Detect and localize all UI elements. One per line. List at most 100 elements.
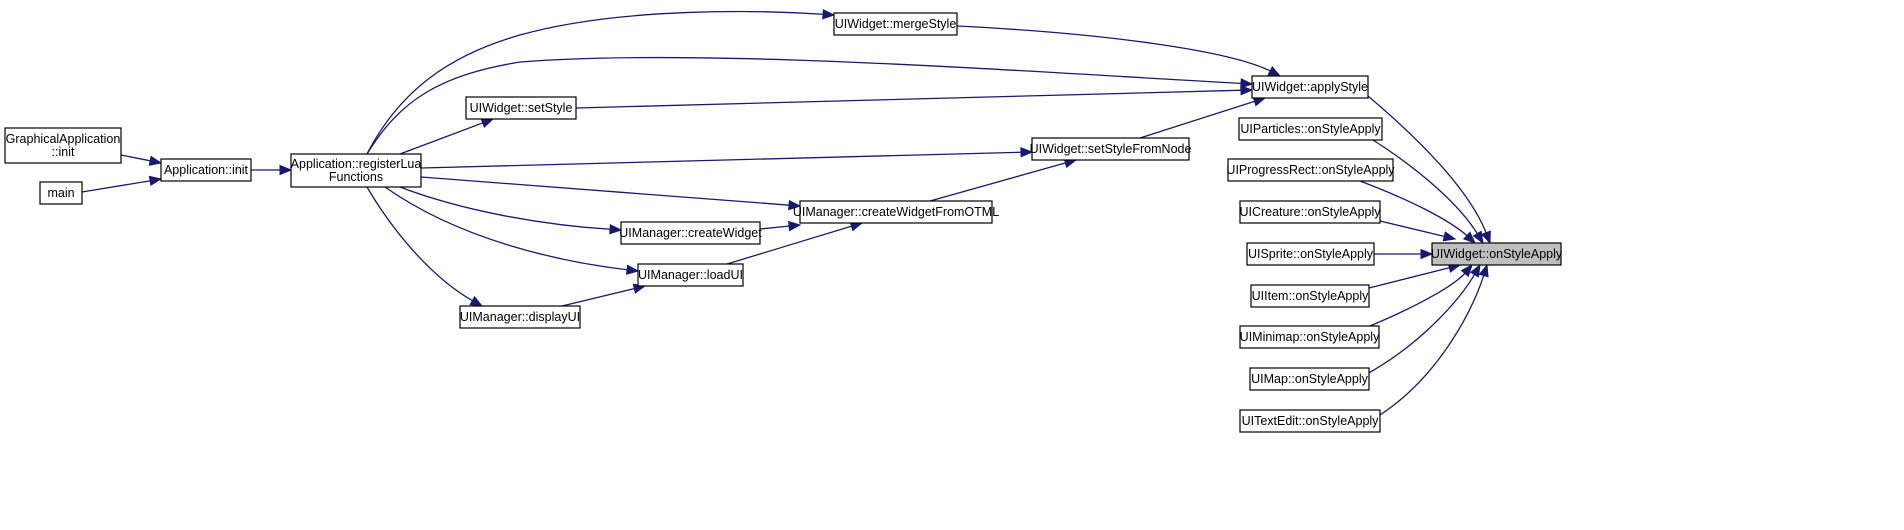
edge-line bbox=[561, 287, 637, 307]
node-label: UIWidget::onStyleApply bbox=[1431, 247, 1563, 261]
edge-line bbox=[366, 10, 826, 155]
node-box bbox=[465, 96, 577, 120]
edge-line bbox=[81, 179, 153, 193]
edge-minimap-to-onstyleapply bbox=[1369, 263, 1473, 327]
node-loadui[interactable]: UIManager::loadUI bbox=[637, 263, 744, 287]
edge-line bbox=[956, 25, 1273, 73]
node-label: UIProgressRect::onStyleApply bbox=[1226, 163, 1395, 177]
node-mergestyle[interactable]: UIWidget::mergeStyle bbox=[833, 12, 958, 36]
node-label: UIParticles::onStyleApply bbox=[1240, 122, 1381, 136]
arrowhead bbox=[609, 224, 623, 235]
edge-line bbox=[1359, 180, 1469, 238]
arrowhead bbox=[469, 295, 484, 307]
edge-line bbox=[420, 176, 792, 206]
edge-line bbox=[366, 186, 475, 303]
arrowhead bbox=[148, 175, 163, 187]
node-cwfotml[interactable]: UIManager::createWidgetFromOTML bbox=[793, 200, 999, 224]
node-box bbox=[1238, 117, 1383, 141]
edge-line bbox=[1364, 272, 1477, 376]
node-label: UIManager::createWidget bbox=[619, 226, 762, 240]
arrowhead bbox=[1462, 231, 1476, 244]
arrowhead bbox=[1240, 85, 1254, 96]
edge-reglua-to-loadui bbox=[384, 186, 640, 275]
node-setstyle[interactable]: UIWidget::setStyle bbox=[465, 96, 577, 120]
node-box bbox=[160, 158, 252, 182]
edge-line bbox=[120, 154, 153, 162]
node-onstyleapply[interactable]: UIWidget::onStyleApply bbox=[1431, 242, 1563, 266]
edge-line bbox=[399, 121, 485, 155]
arrowhead bbox=[625, 264, 640, 275]
edge-reglua-to-setstyle bbox=[399, 118, 495, 155]
edge-creature-to-onstyleapply bbox=[1379, 220, 1457, 242]
node-setstylenode[interactable]: UIWidget::setStyleFromNode bbox=[1030, 137, 1192, 161]
node-box bbox=[1431, 242, 1562, 266]
edge-reglua-to-displayui bbox=[366, 186, 484, 307]
edge-line bbox=[1367, 95, 1488, 235]
arrowhead bbox=[1442, 231, 1457, 242]
node-applystyle[interactable]: UIWidget::applyStyle bbox=[1251, 75, 1369, 99]
node-label: Application::init bbox=[164, 163, 249, 177]
node-label: main bbox=[47, 186, 74, 200]
node-box bbox=[620, 221, 761, 245]
node-box bbox=[290, 153, 422, 188]
edge-map-to-onstyleapply bbox=[1364, 263, 1481, 376]
node-app_init[interactable]: Application::init bbox=[160, 158, 252, 182]
edge-cwfotml-to-setstylenode bbox=[929, 158, 1078, 202]
node-box bbox=[1227, 158, 1394, 182]
edge-reglua-to-mergestyle bbox=[366, 8, 836, 155]
node-minimap[interactable]: UIMinimap::onStyleApply bbox=[1239, 325, 1380, 349]
edge-mergestyle-to-applystyle bbox=[956, 25, 1282, 77]
node-box bbox=[637, 263, 744, 287]
edge-createwidget-to-cwfotml bbox=[759, 220, 802, 232]
node-label: UIManager::loadUI bbox=[638, 268, 743, 282]
node-label: GraphicalApplication bbox=[6, 132, 121, 146]
arrowhead bbox=[1020, 147, 1034, 158]
edge-setstyle-to-applystyle bbox=[575, 85, 1254, 109]
node-sprite[interactable]: UISprite::onStyleApply bbox=[1246, 242, 1375, 266]
edge-textedit-to-onstyleapply bbox=[1374, 263, 1489, 419]
edge-line bbox=[1368, 266, 1452, 289]
node-box bbox=[1031, 137, 1190, 161]
edge-line bbox=[575, 89, 1244, 109]
node-gapp_init[interactable]: GraphicalApplication::init bbox=[4, 127, 122, 164]
node-displayui[interactable]: UIManager::displayUI bbox=[459, 305, 581, 329]
arrowhead bbox=[1240, 78, 1254, 89]
arrowhead bbox=[788, 199, 802, 211]
node-label: UIManager::createWidgetFromOTML bbox=[793, 205, 999, 219]
node-progress[interactable]: UIProgressRect::onStyleApply bbox=[1226, 158, 1395, 182]
edge-reglua-to-cwfotml bbox=[420, 176, 802, 211]
node-map[interactable]: UIMap::onStyleApply bbox=[1249, 367, 1370, 391]
node-particles[interactable]: UIParticles::onStyleApply bbox=[1238, 117, 1383, 141]
edge-line bbox=[1379, 220, 1447, 238]
edge-reglua-to-setstylenode bbox=[420, 147, 1034, 169]
arrowhead bbox=[1460, 263, 1473, 278]
node-item[interactable]: UIItem::onStyleApply bbox=[1250, 284, 1370, 308]
arrowhead bbox=[822, 8, 836, 20]
node-label: UIWidget::setStyleFromNode bbox=[1030, 142, 1192, 156]
node-creature[interactable]: UICreature::onStyleApply bbox=[1239, 200, 1381, 224]
edge-line bbox=[399, 186, 613, 231]
edge-line bbox=[420, 151, 1024, 169]
node-textedit[interactable]: UITextEdit::onStyleApply bbox=[1239, 409, 1381, 433]
edge-line bbox=[1139, 100, 1257, 139]
node-label: UIWidget::applyStyle bbox=[1252, 80, 1368, 94]
edge-line bbox=[1374, 273, 1485, 419]
node-label: Application::registerLua bbox=[291, 157, 422, 171]
node-box bbox=[799, 200, 993, 224]
node-label: UIMap::onStyleApply bbox=[1251, 372, 1368, 386]
node-box bbox=[1251, 75, 1369, 99]
edge-main-to-app_init bbox=[81, 175, 163, 193]
edges-layer bbox=[81, 8, 1491, 419]
node-main[interactable]: main bbox=[39, 181, 83, 205]
node-label: UIMinimap::onStyleApply bbox=[1240, 330, 1380, 344]
arrowhead bbox=[279, 164, 293, 176]
arrowhead bbox=[1478, 263, 1489, 278]
node-label: UITextEdit::onStyleApply bbox=[1242, 414, 1380, 428]
node-box bbox=[1239, 325, 1380, 349]
node-createwidget[interactable]: UIManager::createWidget bbox=[619, 221, 762, 245]
edge-loadui-to-cwfotml bbox=[726, 221, 864, 265]
node-box bbox=[1239, 200, 1381, 224]
node-label: UICreature::onStyleApply bbox=[1239, 205, 1381, 219]
